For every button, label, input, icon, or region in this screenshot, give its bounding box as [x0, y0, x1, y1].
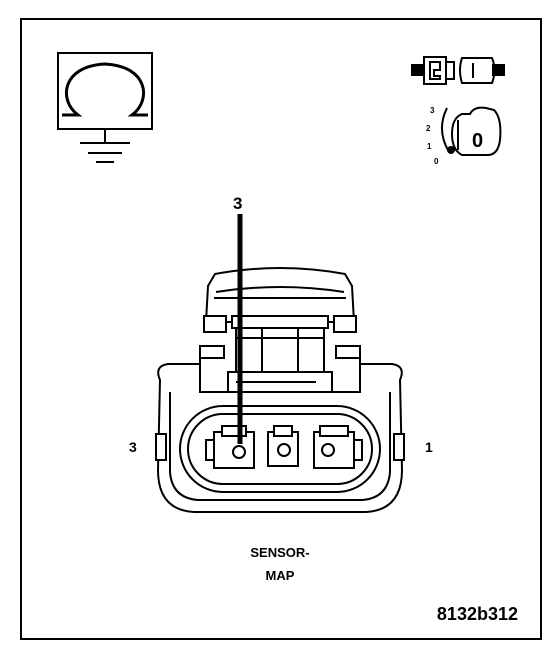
ignition-position-0: 0 [434, 157, 439, 166]
ignition-key-label: 0 [472, 130, 483, 152]
left-pin-label: 3 [129, 439, 137, 455]
connector-shell-inner [169, 392, 391, 501]
right-pin-label: 1 [425, 439, 433, 455]
terminal-1 [313, 425, 363, 469]
disconnected-connector-icon [411, 56, 505, 85]
connector-body [175, 267, 385, 396]
diagram-frame [20, 18, 542, 640]
ignition-switch-icon: 3 2 1 0 0 [426, 106, 502, 166]
callout-pin-label: 3 [233, 194, 242, 213]
connector-name-line1: SENSOR- [250, 545, 309, 560]
terminal-3 [205, 425, 255, 469]
ignition-position-1: 1 [427, 142, 432, 151]
terminal-2 [267, 425, 299, 467]
figure-id: 8132b312 [437, 604, 518, 624]
ohmmeter-icon [57, 52, 153, 163]
ignition-position-2: 2 [426, 124, 431, 133]
ignition-position-3: 3 [430, 106, 435, 115]
connector-name-line2: MAP [266, 568, 295, 583]
